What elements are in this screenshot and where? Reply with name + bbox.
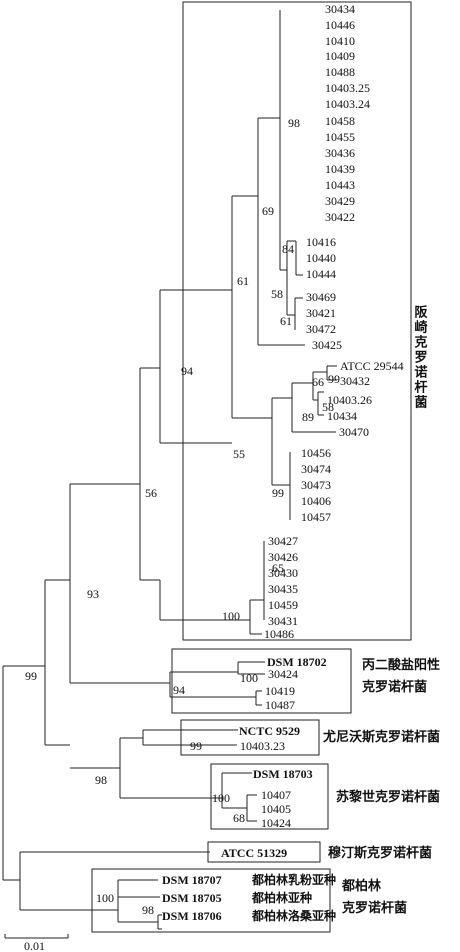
tip-subsp-18706: 都柏林洛桑亚种 (251, 908, 336, 923)
tip-label: 10403.23 (240, 739, 285, 753)
group-label-sakazakii: 阪崎克罗诺杆菌 (412, 305, 428, 410)
tip-label: 30427 (268, 534, 298, 548)
tip-label: 10416 (306, 235, 336, 249)
tip-dsm18707: DSM 18707 (162, 873, 222, 887)
tip-label: 30474 (301, 462, 331, 476)
tip-label: 10459 (268, 598, 298, 612)
tip-label: 10487 (265, 698, 295, 712)
tip-label: 30435 (268, 582, 298, 596)
tip-label: 10405 (261, 802, 291, 816)
bootstrap-value: 56 (145, 486, 157, 500)
tip-label: 10488 (325, 65, 355, 79)
bootstrap-value: 58 (271, 287, 283, 301)
tip-label: 10403.24 (325, 97, 370, 111)
tip-label: 30436 (325, 146, 355, 160)
bootstrap-value: 58 (322, 400, 334, 414)
group-label-turicensis: 尤尼沃斯克罗诺杆菌 (323, 729, 440, 745)
bootstrap-value: 94 (173, 683, 185, 697)
tip-label: 30473 (301, 478, 331, 492)
bootstrap-value: 65 (272, 561, 284, 575)
tip-label: 10486 (264, 627, 294, 641)
tip-label: 10456 (301, 446, 331, 460)
group-label-muytjensii: 穆汀斯克罗诺杆菌 (328, 845, 432, 861)
tip-label: 10458 (325, 114, 355, 128)
tip-label: 10424 (261, 816, 291, 830)
bootstrap-value: 61 (280, 314, 292, 328)
tip-label: 30421 (306, 306, 336, 320)
tip-label: 10434 (327, 409, 357, 423)
bootstrap-value: 69 (262, 204, 274, 218)
bootstrap-value: 89 (302, 410, 314, 424)
group-label-malonaticus-2: 克罗诺杆菌 (362, 679, 427, 695)
bootstrap-value: 99 (190, 739, 202, 753)
tip-label: 30432 (340, 374, 370, 388)
box-turicensis (180, 719, 320, 756)
tip-label: 30430 (268, 566, 298, 580)
bootstrap-value: 98 (288, 116, 300, 130)
bootstrap-value: 94 (181, 364, 193, 378)
bootstrap-value: 55 (233, 447, 245, 461)
bootstrap-value: 61 (237, 274, 249, 288)
tip-label: 10407 (261, 788, 291, 802)
bootstrap-value: 99 (25, 669, 37, 683)
tip-label: 10410 (325, 34, 355, 48)
tip-label: 30424 (268, 667, 298, 681)
bootstrap-value: 68 (233, 811, 245, 825)
tip-label: 30429 (325, 194, 355, 208)
tip-label: 10446 (325, 18, 355, 32)
box-sakazakii (182, 1, 412, 641)
tip-label: 30426 (268, 550, 298, 564)
tip-label: ATCC 29544 (340, 359, 404, 373)
tip-subsp-18707: 都柏林乳粉亚种 (251, 872, 336, 887)
scale-label: 0.01 (24, 939, 45, 952)
tip-label: 30434 (325, 2, 355, 16)
bootstrap-value: 93 (87, 587, 99, 601)
tip-label: 10406 (301, 494, 331, 508)
tip-nctc9529: NCTC 9529 (239, 724, 300, 738)
tip-label: 10403.25 (325, 81, 370, 95)
bootstrap-value: 100 (222, 609, 240, 623)
bootstrap-value: 100 (212, 791, 230, 805)
bootstrap-value: 99 (328, 372, 340, 386)
tip-label: 30431 (268, 614, 298, 628)
group-label-muytjensii-tur: 苏黎世克罗诺杆菌 (336, 789, 440, 805)
bootstrap-value: 100 (96, 891, 114, 905)
tip-label: 30469 (306, 290, 336, 304)
box-muytjensii-tur (210, 763, 329, 830)
tip-label: 10443 (325, 178, 355, 192)
group-label-malonaticus-1: 丙二酸盐阳性 (362, 657, 440, 673)
tip-dsm18703: DSM 18703 (253, 767, 313, 781)
bootstrap-value: 98 (95, 773, 107, 787)
bootstrap-value: 98 (142, 903, 154, 917)
bootstrap-value: 100 (240, 671, 258, 685)
tip-dsm18702: DSM 18702 (267, 655, 327, 669)
bootstrap-value: 66 (312, 375, 324, 389)
tip-dsm18706: DSM 18706 (162, 909, 222, 923)
tip-label: 10419 (265, 684, 295, 698)
group-label-dublinensis-1: 都柏林 (341, 878, 381, 894)
tip-dsm18705: DSM 18705 (162, 891, 222, 905)
tip-subsp-18705: 都柏林亚种 (251, 890, 312, 905)
tip-label: 30472 (306, 322, 336, 336)
tip-label: 10439 (325, 162, 355, 176)
tip-label: 10457 (301, 510, 331, 524)
box-dublinensis (91, 868, 331, 933)
tip-label: 30422 (325, 210, 355, 224)
tip-label: 10455 (325, 130, 355, 144)
tip-label: 10440 (306, 251, 336, 265)
bootstrap-value: 99 (272, 486, 284, 500)
tip-label: 10409 (325, 49, 355, 63)
box-malonaticus (171, 648, 352, 714)
tip-atcc51329: ATCC 51329 (221, 846, 287, 860)
group-label-dublinensis-2: 克罗诺杆菌 (342, 900, 407, 916)
tip-label: 30470 (339, 425, 369, 439)
tip-label: 10444 (306, 267, 336, 281)
tip-label: 10403.26 (327, 393, 372, 407)
tip-label: 30425 (312, 338, 342, 352)
bootstrap-value: 84 (282, 242, 294, 256)
